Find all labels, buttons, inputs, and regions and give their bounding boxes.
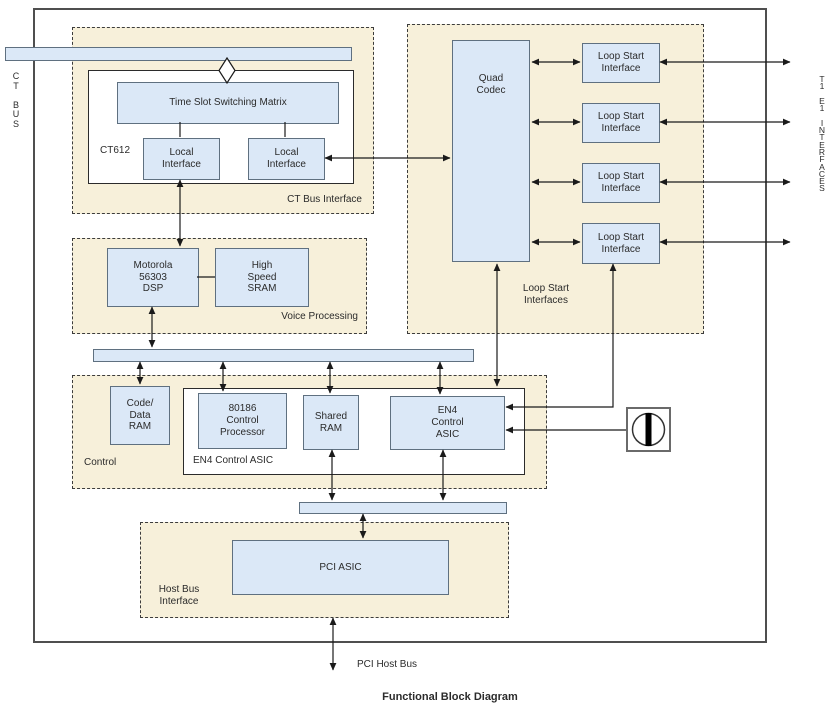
block-loop-start-interface-1: Loop Start Interface xyxy=(582,43,660,83)
block-80186-control-processor: 80186 Control Processor xyxy=(198,393,287,449)
internal-bus-bar xyxy=(93,349,474,362)
block-loop-start-interface-3: Loop Start Interface xyxy=(582,163,660,203)
en4-container-label: EN4 Control ASIC xyxy=(193,455,274,466)
diagram-title: Functional Block Diagram xyxy=(382,691,518,703)
ct-bus-bar xyxy=(5,47,352,61)
block-shared-ram: Shared RAM xyxy=(303,395,359,450)
block-en4-control-asic: EN4 Control ASIC xyxy=(390,396,505,450)
block-quad-codec: Quad Codec xyxy=(452,40,530,262)
block-pci-asic: PCI ASIC xyxy=(232,540,449,595)
t1-e1-interfaces-side-label: T 1 E 1 I N T E R F A C E S xyxy=(818,74,826,194)
block-loop-start-interface-4: Loop Start Interface xyxy=(582,223,660,264)
block-code-data-ram: Code/ Data RAM xyxy=(110,386,170,445)
ct-bus-side-label: C T B U S xyxy=(12,71,20,129)
block-time-slot-switching-matrix: Time Slot Switching Matrix xyxy=(117,82,339,124)
panel-label-ct-bus-interface: CT Bus Interface xyxy=(287,194,362,205)
ct612-label: CT612 xyxy=(100,145,131,156)
panel-label-host-bus-interface: Host Bus Interface xyxy=(158,584,200,607)
block-loop-start-interface-2: Loop Start Interface xyxy=(582,103,660,143)
host-bus-bar xyxy=(299,502,507,514)
block-local-interface-left: Local Interface xyxy=(143,138,220,180)
panel-label-voice-processing: Voice Processing xyxy=(281,311,358,322)
pci-host-bus-label: PCI Host Bus xyxy=(357,659,418,670)
panel-label-control: Control xyxy=(84,457,117,468)
block-high-speed-sram: High Speed SRAM xyxy=(215,248,309,307)
block-local-interface-right: Local Interface xyxy=(248,138,325,180)
diagram-frame xyxy=(33,8,767,643)
block-motorola-dsp: Motorola 56303 DSP xyxy=(107,248,199,307)
panel-label-loop-start-interfaces: Loop Start Interfaces xyxy=(522,283,570,306)
